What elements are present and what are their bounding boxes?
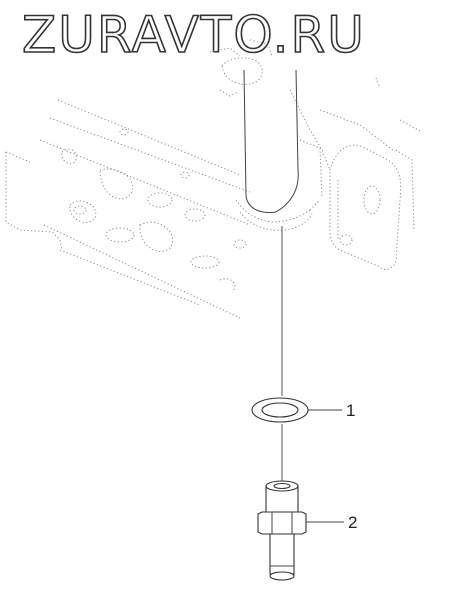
callout-label-1: 1 bbox=[346, 401, 355, 420]
callout-label-2: 2 bbox=[348, 513, 357, 532]
watermark-logo: ZURAVTO.RU bbox=[22, 6, 366, 64]
fitting-nipple bbox=[257, 480, 307, 581]
engine-block-phantom bbox=[5, 39, 423, 319]
o-ring-washer bbox=[251, 397, 309, 423]
tube-outline bbox=[243, 69, 299, 213]
